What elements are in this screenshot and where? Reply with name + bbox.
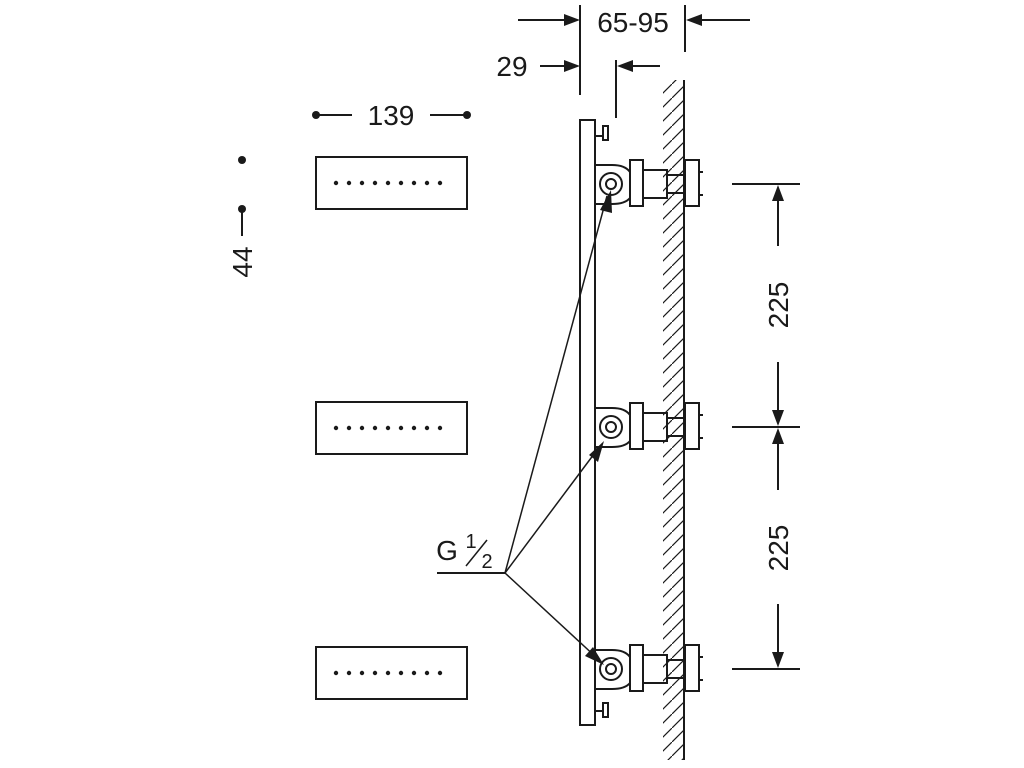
dimension-spacing-upper-label: 225 bbox=[763, 282, 794, 329]
dimension-offset-label: 29 bbox=[496, 51, 527, 82]
mounting-stud bbox=[595, 125, 609, 141]
dimension-spacing-lower-label: 225 bbox=[763, 525, 794, 572]
dimension-offset: 29 bbox=[496, 51, 660, 118]
nozzle-head bbox=[315, 646, 468, 700]
dimension-depth-label: 65-95 bbox=[597, 7, 669, 38]
dimension-spacing: 225 225 bbox=[732, 183, 800, 670]
dimension-height: 44 bbox=[227, 156, 258, 278]
nozzle-head bbox=[315, 401, 468, 455]
pipe-connector bbox=[595, 402, 703, 450]
mounting-stud bbox=[595, 702, 609, 718]
thread-callout: G 1 2 bbox=[436, 190, 612, 665]
dimension-depth: 65-95 bbox=[518, 5, 750, 95]
wall-section bbox=[663, 80, 685, 760]
thread-label-denominator: 2 bbox=[481, 551, 492, 573]
dimension-width-label: 139 bbox=[368, 100, 415, 131]
pipe-connector bbox=[595, 644, 703, 692]
front-view bbox=[315, 156, 468, 700]
thread-label-numerator: 1 bbox=[465, 531, 476, 553]
shower-panel bbox=[579, 119, 596, 726]
dimension-width: 139 bbox=[312, 100, 471, 131]
side-view bbox=[579, 80, 703, 760]
thread-label-prefix: G bbox=[436, 535, 458, 566]
pipe-connector bbox=[595, 159, 703, 207]
dimension-height-label: 44 bbox=[227, 246, 258, 277]
nozzle-head bbox=[315, 156, 468, 210]
